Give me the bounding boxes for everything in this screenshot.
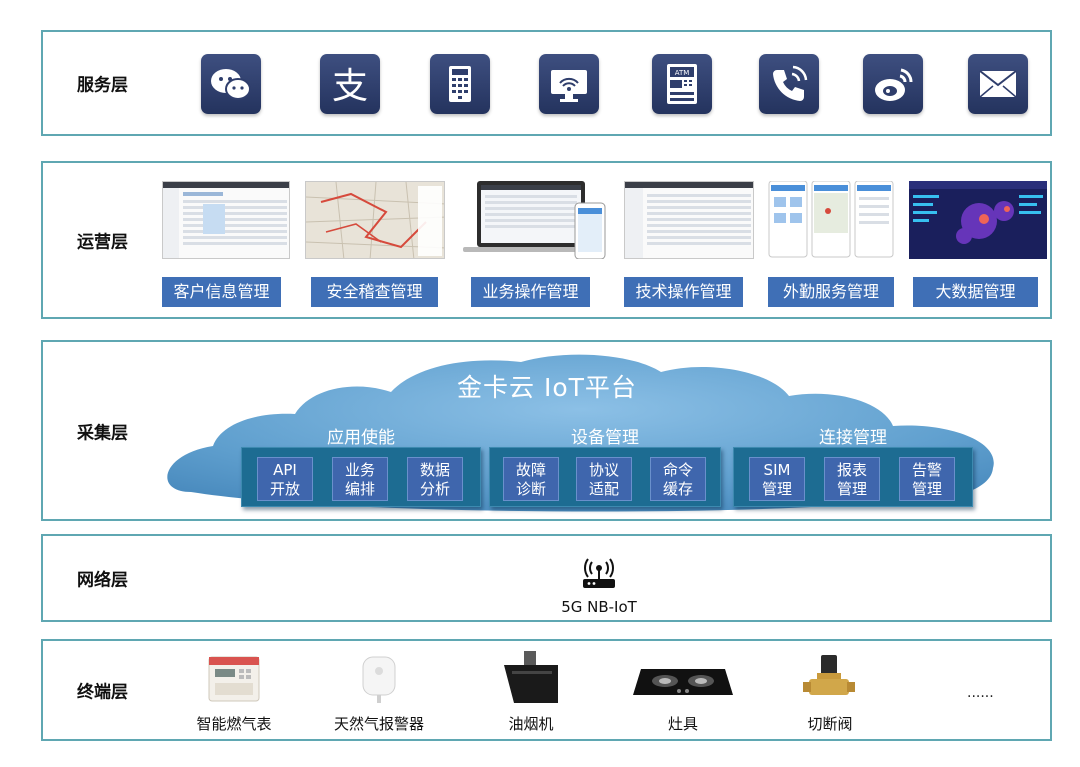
connection-management-title: 连接管理 bbox=[819, 428, 887, 448]
more-devices-ellipsis: ...... bbox=[967, 685, 994, 701]
terminal-layer: 终端层 智能燃气表 天然气报警器 油烟机 灶具 切断阀 ...... bbox=[41, 639, 1052, 741]
customer-info-screenshot bbox=[162, 181, 290, 259]
atm-text: ATM bbox=[675, 69, 690, 77]
technical-operation-management-button[interactable]: 技术操作管理 bbox=[624, 277, 743, 307]
alipay-glyph: 支 bbox=[332, 66, 368, 107]
smart-tv-icon[interactable] bbox=[539, 54, 599, 114]
gas-stove-image bbox=[633, 669, 733, 695]
shutoff-valve-image bbox=[803, 655, 855, 695]
report-management-tile[interactable]: 报表管理 bbox=[824, 457, 880, 501]
service-layer-label: 服务层 bbox=[77, 75, 128, 96]
big-data-screenshot bbox=[909, 181, 1047, 259]
phone-icon[interactable] bbox=[759, 54, 819, 114]
gas-alarm-label: 天然气报警器 bbox=[333, 715, 424, 733]
range-hood-label: 油烟机 bbox=[508, 715, 554, 733]
network-layer: 网络层 5G NB-IoT bbox=[41, 534, 1052, 622]
smart-gas-meter-label: 智能燃气表 bbox=[196, 715, 272, 733]
alipay-icon[interactable]: 支 bbox=[320, 54, 380, 114]
iot-platform-title: 金卡云 IoT平台 bbox=[457, 373, 637, 402]
command-cache-tile[interactable]: 命令缓存 bbox=[650, 457, 706, 501]
terminal-layer-label: 终端层 bbox=[77, 682, 128, 703]
safety-inspection-management-button[interactable]: 安全稽查管理 bbox=[311, 277, 438, 307]
safety-inspection-map-screenshot bbox=[305, 181, 445, 259]
wireless-router-icon bbox=[583, 558, 615, 588]
operations-layer-label: 运营层 bbox=[77, 232, 128, 253]
business-orchestration-tile[interactable]: 业务编排 bbox=[332, 457, 388, 501]
customer-info-management-button[interactable]: 客户信息管理 bbox=[162, 277, 281, 307]
network-layer-label: 网络层 bbox=[77, 570, 128, 591]
gas-alarm-image bbox=[362, 656, 396, 703]
business-operation-management-button[interactable]: 业务操作管理 bbox=[471, 277, 590, 307]
data-analysis-tile[interactable]: 数据分析 bbox=[407, 457, 463, 501]
keypad-terminal-icon[interactable] bbox=[430, 54, 490, 114]
smart-gas-meter-image bbox=[208, 656, 260, 702]
network-tech-label: 5G NB-IoT bbox=[561, 598, 637, 616]
mail-icon[interactable] bbox=[968, 54, 1028, 114]
range-hood-image bbox=[504, 651, 558, 703]
business-operation-screenshot bbox=[463, 181, 611, 259]
atm-icon[interactable]: ATM bbox=[652, 54, 712, 114]
field-service-management-button[interactable]: 外勤服务管理 bbox=[768, 277, 894, 307]
big-data-management-button[interactable]: 大数据管理 bbox=[913, 277, 1038, 307]
gas-stove-label: 灶具 bbox=[667, 715, 698, 733]
field-service-mobile-screenshot bbox=[768, 181, 894, 259]
device-management-group: 故障诊断 协议适配 命令缓存 bbox=[489, 447, 721, 507]
collection-layer-label: 采集层 bbox=[77, 423, 128, 443]
operations-layer: 运营层 客户信息管理 安全稽查管理 业务操作管理 技术操作管理 外勤服务管理 大… bbox=[41, 161, 1052, 319]
alarm-management-tile[interactable]: 告警管理 bbox=[899, 457, 955, 501]
app-enablement-title: 应用使能 bbox=[327, 428, 395, 448]
service-layer: 服务层 支 ATM bbox=[41, 30, 1052, 136]
wechat-icon[interactable] bbox=[201, 54, 261, 114]
fault-diagnosis-tile[interactable]: 故障诊断 bbox=[503, 457, 559, 501]
device-management-title: 设备管理 bbox=[571, 428, 639, 448]
shutoff-valve-label: 切断阀 bbox=[807, 715, 853, 733]
technical-operation-screenshot bbox=[624, 181, 754, 259]
weibo-icon[interactable] bbox=[863, 54, 923, 114]
protocol-adaptation-tile[interactable]: 协议适配 bbox=[576, 457, 632, 501]
